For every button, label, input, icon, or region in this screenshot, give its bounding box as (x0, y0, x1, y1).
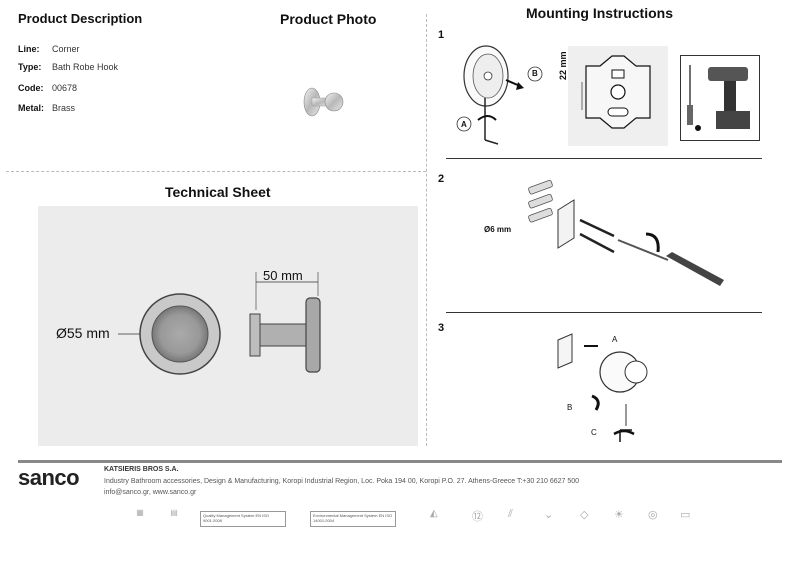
footer-rule (18, 460, 782, 463)
cert-icon-6: ⌄ (544, 509, 554, 521)
cert-icon-10: ▭ (680, 509, 691, 521)
step-2-illustration (528, 179, 724, 286)
step-3-label-c: C (591, 428, 597, 437)
step-3-number: 3 (438, 322, 445, 334)
cert-icon-4: ⑫ (472, 511, 483, 523)
cert-icon-3: ◭ (430, 508, 438, 519)
horizontal-divider (6, 171, 426, 172)
cert-icon-7: ◇ (580, 509, 589, 521)
field-type: Type:Bath Robe Hook (18, 62, 119, 72)
vertical-divider (426, 14, 427, 446)
technical-sheet-panel (38, 206, 418, 446)
technical-sheet-title: Technical Sheet (165, 184, 271, 200)
step-1-bracket-illustration (456, 45, 543, 145)
step-3-illustration (557, 333, 648, 442)
field-code: Code:00678 (18, 83, 78, 93)
product-photo (303, 87, 344, 117)
cert-icon-5: ⫽ (508, 508, 513, 520)
step-2-number: 2 (438, 173, 445, 185)
drill-label: Ø6 mm (484, 225, 512, 234)
step-2-rule (446, 312, 762, 313)
bracket-dimension-label: 22 mm (558, 51, 568, 80)
sanco-logo: sanco (18, 465, 80, 490)
step-3-label-b: B (567, 403, 573, 412)
cert-icon-1: ▦ (136, 508, 144, 517)
technical-drawing (118, 272, 321, 375)
product-description-title: Product Description (18, 11, 143, 26)
tools-illustration (687, 65, 750, 131)
company-contact: info@sanco.gr, www.sanco.gr (104, 489, 197, 496)
step-1-label-b: B (532, 69, 538, 78)
field-metal: Metal:Brass (18, 103, 76, 113)
diameter-label: Ø55 mm (56, 325, 110, 341)
company-description: Industry Bathroom accessories, Design & … (104, 478, 580, 485)
step-1-label-a: A (461, 120, 467, 129)
cert-environment: Environmental Management System EN ISO 1… (310, 511, 396, 527)
company-name: KATSIERIS BROS S.A. (104, 466, 179, 473)
cert-icon-8: ☀ (614, 509, 624, 521)
field-line: Line:Corner (18, 44, 80, 54)
product-photo-title: Product Photo (280, 11, 377, 27)
step-3-label-a: A (612, 335, 618, 344)
depth-label: 50 mm (263, 268, 303, 283)
step-1-number: 1 (438, 29, 445, 41)
cert-quality: Quality Management System EN ISO 9001:20… (200, 511, 286, 527)
step-1-rule (446, 158, 762, 159)
cert-icon-9: ◎ (648, 509, 658, 521)
bracket-dimension-drawing (581, 55, 651, 129)
cert-icon-2: ▤ (170, 508, 178, 517)
mounting-instructions-title: Mounting Instructions (526, 5, 673, 21)
